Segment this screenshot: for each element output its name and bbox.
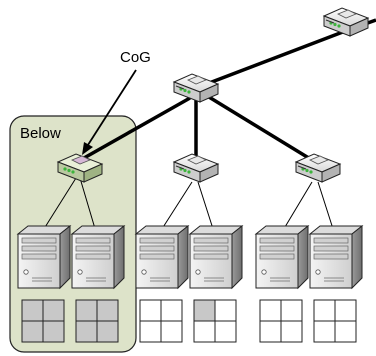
slot-cell: [160, 299, 183, 322]
link-core-aggregation: [195, 28, 349, 90]
slot-cell: [96, 299, 119, 322]
server: [255, 225, 309, 289]
slot-cell: [313, 299, 336, 322]
slot-cell: [214, 320, 237, 343]
slot-grid: [193, 299, 237, 343]
link-aggregation-edge2: [203, 92, 313, 162]
server-links: [41, 177, 335, 233]
below-group-label: Below: [20, 125, 61, 142]
server: [17, 225, 71, 289]
server: [71, 225, 125, 289]
slot-cell: [21, 299, 44, 322]
slot-cell: [42, 320, 65, 343]
slot-cell: [21, 320, 44, 343]
slot-cell: [193, 320, 216, 343]
server: [135, 225, 189, 289]
slot-cell: [193, 299, 216, 322]
slot-cell: [139, 320, 162, 343]
slot-cell: [280, 320, 303, 343]
slot-cell: [75, 320, 98, 343]
slot-cell: [334, 320, 357, 343]
slot-grid: [313, 299, 357, 343]
cog-arrow: [85, 69, 137, 149]
slot-cell: [334, 299, 357, 322]
slot-cell: [280, 299, 303, 322]
slot-cell: [259, 299, 282, 322]
link-aggregation-cog: [83, 96, 191, 160]
slot-grid: [75, 299, 119, 343]
cog-label: CoG: [120, 49, 151, 66]
slot-cell: [139, 299, 162, 322]
slot-cell: [160, 320, 183, 343]
cog-arrowhead: [82, 142, 93, 155]
server: [309, 225, 363, 289]
edge-switch-2: [295, 153, 341, 183]
slot-cell: [42, 299, 65, 322]
slot-grids: [21, 299, 357, 343]
slot-grid: [139, 299, 183, 343]
slot-grid: [259, 299, 303, 343]
slot-cell: [96, 320, 119, 343]
slot-cell: [214, 299, 237, 322]
core-switch: [323, 7, 369, 37]
edge-switch-1: [173, 153, 219, 183]
slot-grid: [21, 299, 65, 343]
slot-cell: [313, 320, 336, 343]
slot-cell: [259, 320, 282, 343]
slot-cell: [75, 299, 98, 322]
server: [189, 225, 243, 289]
